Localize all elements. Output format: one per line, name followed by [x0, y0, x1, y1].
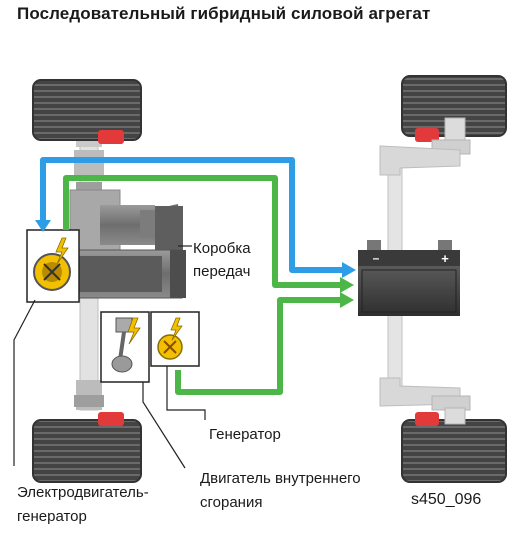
- label-motor-generator: Электродвигатель-: [17, 484, 149, 501]
- motor-generator: [26, 229, 80, 303]
- battery-plus-label: +: [441, 251, 449, 266]
- lightning-icon: [55, 237, 69, 265]
- label-combustion-engine-line2: сгорания: [200, 494, 263, 511]
- front-drive-shaft-bottom: [74, 380, 104, 410]
- piston-icon: [111, 317, 133, 373]
- battery-minus-label: –: [373, 251, 380, 265]
- label-motor-generator-line2: генератор: [17, 508, 87, 525]
- figure-code: s450_096: [411, 491, 482, 508]
- battery: – +: [358, 240, 460, 316]
- blue-energy-flow: [35, 157, 356, 278]
- label-generator: Генератор: [209, 426, 281, 443]
- generator: [150, 311, 200, 367]
- rear-axle-frame: [379, 117, 471, 425]
- wheel-rear-top: [401, 75, 507, 142]
- page-title: Последовательный гибридный силовой агрег…: [17, 4, 431, 23]
- combustion-engine: [100, 311, 150, 383]
- label-gearbox: Коробка: [193, 240, 251, 257]
- green-energy-flow: [63, 175, 354, 395]
- lightning-icon: [127, 317, 141, 345]
- lightning-icon: [170, 317, 183, 341]
- wheel-front-top: [32, 79, 142, 144]
- label-combustion-engine: Двигатель внутреннего: [200, 470, 361, 487]
- wheel-front-bottom: [32, 412, 142, 483]
- gearbox: [69, 189, 186, 299]
- leader-lines: [13, 245, 206, 469]
- label-gearbox-line2: передач: [193, 263, 251, 280]
